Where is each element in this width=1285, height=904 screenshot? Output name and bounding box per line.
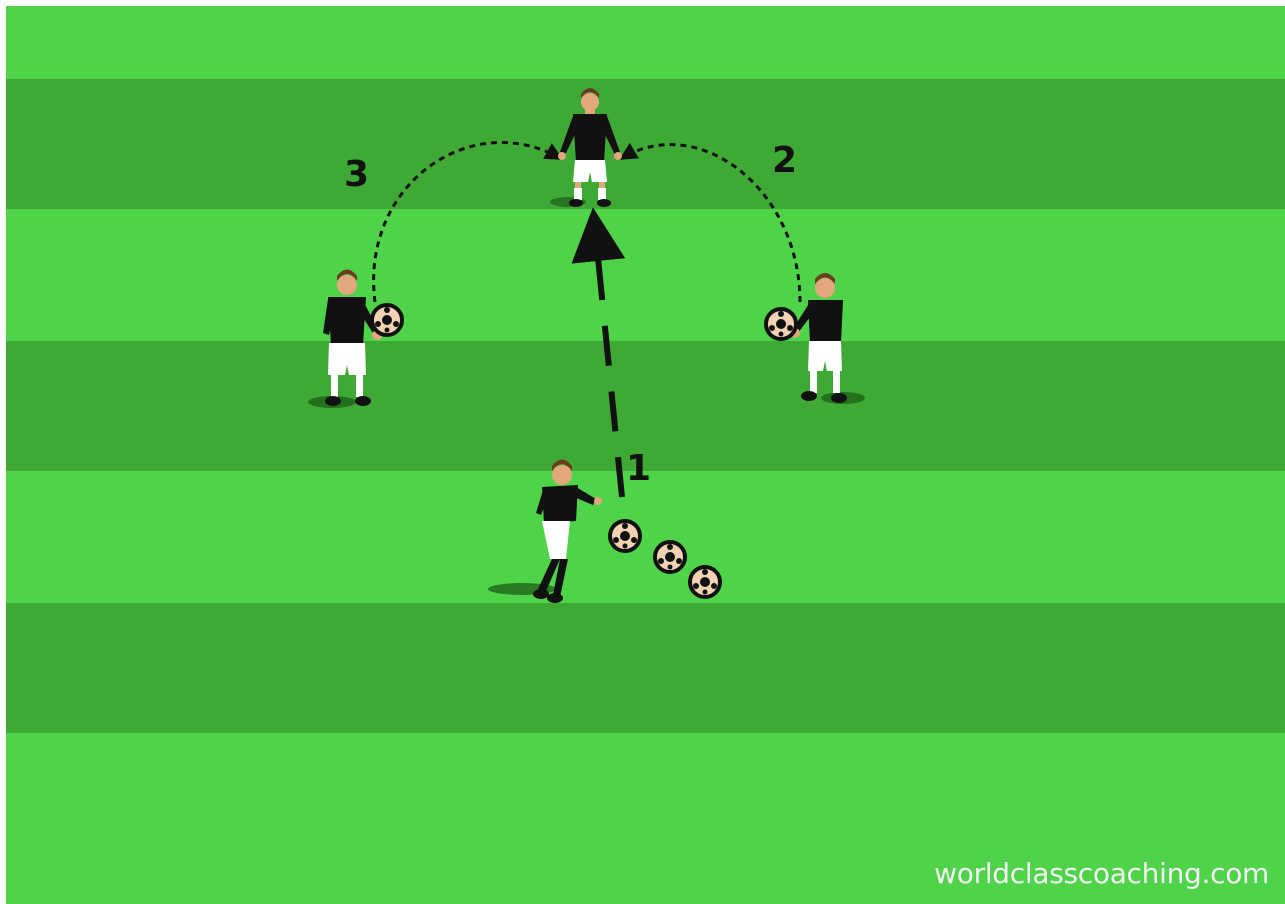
player-server-right xyxy=(790,273,865,404)
ball xyxy=(655,542,685,572)
pass-1-line xyxy=(594,218,622,497)
step-label-3: 3 xyxy=(344,154,369,195)
pass-3-arc xyxy=(374,142,560,302)
step-label-2: 2 xyxy=(772,140,797,181)
ball xyxy=(610,521,640,551)
ball xyxy=(766,309,796,339)
ball xyxy=(690,567,720,597)
player-server-left xyxy=(308,270,382,409)
watermark: worldclasscoaching.com xyxy=(934,857,1269,890)
step-label-1: 1 xyxy=(626,448,651,489)
player-passer xyxy=(488,460,602,604)
player-receiver xyxy=(550,88,622,207)
ball xyxy=(372,305,402,335)
